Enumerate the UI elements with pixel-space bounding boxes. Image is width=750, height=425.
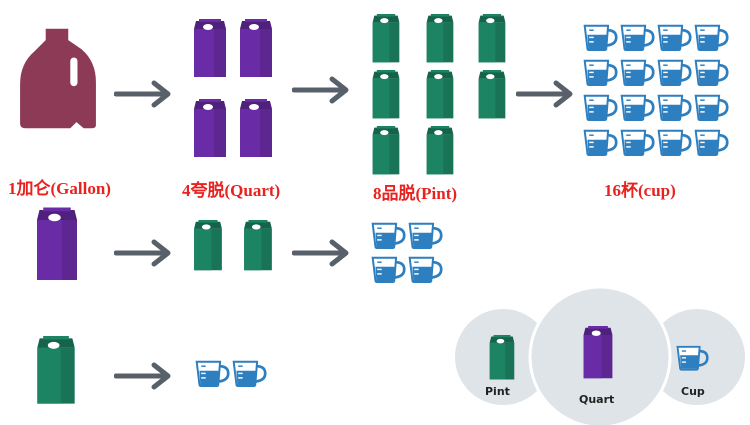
measuring-cup-icon <box>694 24 729 51</box>
cup-group <box>194 358 268 388</box>
measuring-cup-icon <box>694 129 729 156</box>
quart-carton-icon <box>240 19 272 77</box>
pint-carton-icon <box>30 336 82 406</box>
cup-label: 16杯(cup) <box>604 181 676 200</box>
pint-carton-icon <box>478 14 506 63</box>
measuring-cup-icon <box>408 222 443 249</box>
right-arrow-icon <box>114 239 174 267</box>
quart-carton-icon <box>240 99 272 157</box>
quart-label: 4夸脱(Quart) <box>182 181 281 200</box>
right-arrow-icon <box>292 239 352 267</box>
quart-carton-icon <box>583 326 613 379</box>
quart-carton-icon <box>194 19 226 77</box>
measuring-cup-icon <box>232 360 267 387</box>
right-arrow-icon <box>114 362 174 390</box>
measuring-cup-icon <box>657 129 692 156</box>
measuring-cup-icon <box>620 94 655 121</box>
pint-group <box>367 14 517 176</box>
measuring-cup-icon <box>620 24 655 51</box>
pint-carton-icon <box>372 14 400 63</box>
measuring-cup-icon <box>583 94 618 121</box>
pint-label: 8品脱(Pint) <box>373 184 458 203</box>
pint-group <box>188 220 278 272</box>
measuring-cup-icon <box>620 129 655 156</box>
measuring-cup-icon <box>694 94 729 121</box>
pint-carton-icon <box>426 70 454 119</box>
cup-group <box>582 22 729 156</box>
legend: Pint Quart Cup <box>455 285 747 425</box>
right-arrow-icon <box>292 76 352 104</box>
quart-carton-icon <box>194 99 226 157</box>
cup-group <box>370 220 444 284</box>
measuring-cup-icon <box>657 59 692 86</box>
gallon-label: 1加仑(Gallon) <box>8 179 111 198</box>
measuring-cup-icon <box>408 256 443 283</box>
pint-carton-icon <box>194 220 222 271</box>
pint-carton-icon <box>372 70 400 119</box>
quart-carton-icon <box>32 190 82 300</box>
legend-cup-label: Cup <box>681 385 705 398</box>
measuring-cup-icon <box>371 222 406 249</box>
measuring-cup-icon <box>657 24 692 51</box>
measuring-cup-icon <box>583 24 618 51</box>
gallon-jug-icon <box>17 22 99 134</box>
pint-carton-icon <box>426 126 454 175</box>
measuring-cup-icon <box>583 59 618 86</box>
right-arrow-icon <box>516 80 576 108</box>
pint-carton-icon <box>244 220 272 271</box>
measuring-cup-icon <box>694 59 729 86</box>
pint-carton-icon <box>489 335 515 380</box>
legend-quart-label: Quart <box>579 393 615 406</box>
legend-pint-label: Pint <box>485 385 510 398</box>
pint-carton-icon <box>426 14 454 63</box>
measuring-cup-icon <box>195 360 230 387</box>
measuring-cup-icon <box>676 345 709 371</box>
measuring-cup-icon <box>583 129 618 156</box>
measuring-cup-icon <box>620 59 655 86</box>
quart-group <box>190 14 278 164</box>
right-arrow-icon <box>114 80 174 108</box>
pint-carton-icon <box>478 70 506 119</box>
measuring-cup-icon <box>657 94 692 121</box>
measuring-cup-icon <box>371 256 406 283</box>
pint-carton-icon <box>372 126 400 175</box>
